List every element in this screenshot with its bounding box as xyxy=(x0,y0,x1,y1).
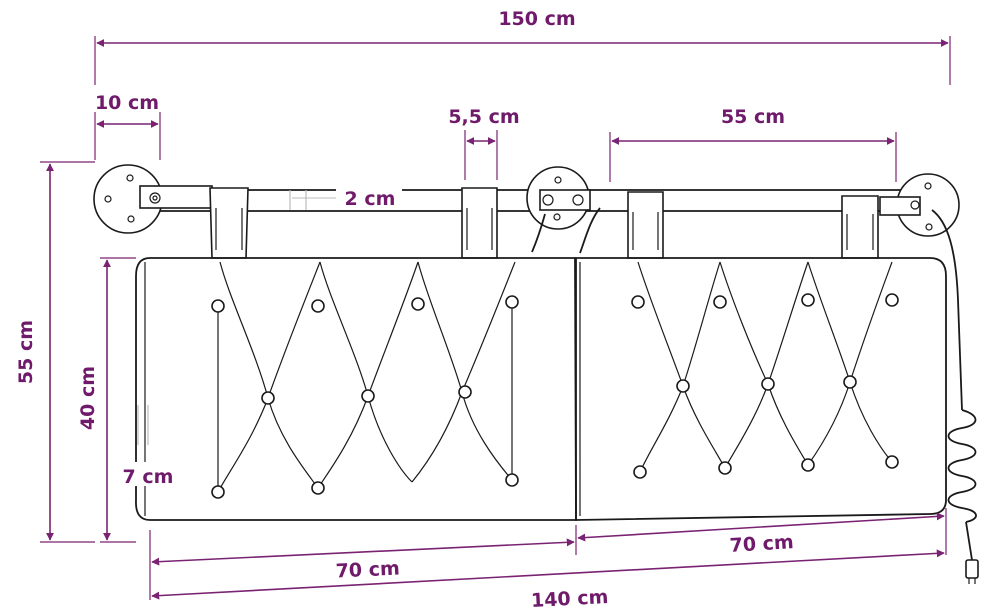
cushion-right xyxy=(575,257,947,521)
cushion-left xyxy=(135,257,577,521)
label-total-height: 55 cm xyxy=(15,320,37,384)
label-bracket-offset: 10 cm xyxy=(95,92,159,114)
strap xyxy=(209,187,249,259)
label-total-width: 150 cm xyxy=(498,8,575,30)
dimension-line-cushion-right xyxy=(577,512,945,542)
wall-bracket-left xyxy=(93,164,213,234)
tufting-pattern xyxy=(637,261,893,473)
label-cushion-total: 140 cm xyxy=(530,586,608,612)
label-cushion-height: 40 cm xyxy=(77,366,99,430)
cushion-depth-callout: 7 cm xyxy=(118,405,176,488)
dimension-line-cushion-total xyxy=(151,549,945,600)
headboard-illustration xyxy=(93,164,979,584)
wall-bracket-middle xyxy=(526,166,601,254)
tufting-pattern xyxy=(217,261,516,493)
label-strap-gap: 55 cm xyxy=(721,106,785,128)
strap xyxy=(841,195,879,259)
label-cushion-left: 70 cm xyxy=(335,558,400,583)
dimension-annotations: 150 cm 10 cm 5,5 cm 55 cm 2 cm 55 cm xyxy=(15,8,951,612)
label-cushion-right: 70 cm xyxy=(729,531,794,557)
strap xyxy=(627,191,664,259)
power-cable xyxy=(931,209,979,584)
rod-diameter-callout: 2 cm xyxy=(289,186,402,210)
label-rod-diameter: 2 cm xyxy=(345,188,396,210)
strap xyxy=(461,187,498,259)
wall-bracket-right xyxy=(879,173,960,237)
label-strap-width: 5,5 cm xyxy=(448,106,519,128)
label-cushion-depth: 7 cm xyxy=(123,466,174,488)
